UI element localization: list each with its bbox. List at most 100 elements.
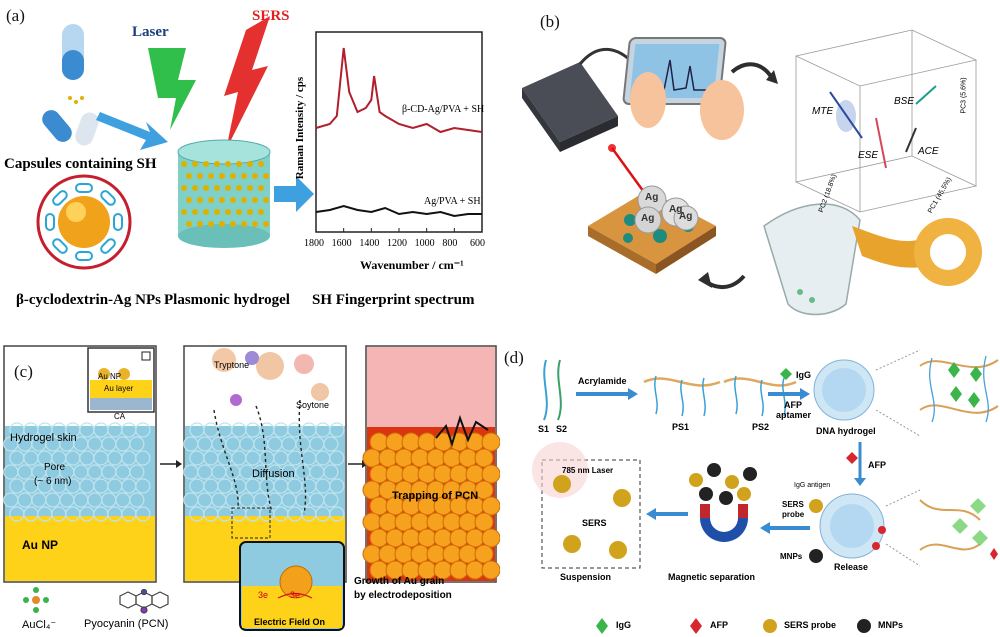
- au-grain: [465, 560, 485, 580]
- sers-bolt-icon: [224, 16, 270, 150]
- chart-xlabel: Wavenumber / cm⁻¹: [360, 258, 464, 272]
- ag-label: Ag: [669, 204, 683, 215]
- hydrogel-particle: [225, 161, 231, 167]
- laser-bolt-icon: [148, 48, 196, 130]
- hydrogel-particle: [236, 185, 242, 191]
- diffusion-label: Diffusion: [252, 468, 295, 480]
- capsules-label: Capsules containing SH: [4, 156, 157, 172]
- spectrum-line-ag: [315, 204, 482, 218]
- au-grain: [449, 528, 469, 548]
- x-tick-label: 1000: [414, 238, 435, 249]
- laser-label: Laser: [132, 24, 169, 40]
- au-grain: [385, 432, 405, 452]
- legend-igg-label: IgG: [616, 620, 631, 630]
- au-grain: [442, 512, 462, 532]
- ps1-label: PS1: [672, 422, 690, 432]
- au-grain: [433, 464, 453, 484]
- cyclodextrin-ring: [75, 183, 93, 193]
- soytone-label: Soytone: [296, 400, 330, 410]
- au-grain: [481, 560, 500, 580]
- hydrogel-particle: [181, 185, 187, 191]
- au-grain: [458, 512, 478, 532]
- ca-label: CA: [114, 412, 126, 421]
- hydrogel-cylinder: [177, 139, 271, 248]
- hydrogel-bubble: [129, 436, 145, 452]
- hydrogel-particle: [197, 173, 203, 179]
- igg-label: IgG: [796, 370, 811, 380]
- hydrogel-particle: [219, 221, 225, 227]
- hydrogel-particle: [241, 173, 247, 179]
- beta-cd-label: β-cyclodextrin-Ag NPs: [16, 292, 161, 308]
- afp-label: AFP: [868, 460, 886, 470]
- particle: [737, 487, 751, 501]
- au-grain: [426, 544, 446, 564]
- hydrogel-particle: [186, 197, 192, 203]
- x-tick-label: 1400: [359, 238, 380, 249]
- afp-aptamer-label-1: AFP: [784, 400, 802, 410]
- particle: [725, 475, 739, 489]
- hydrogel-particle: [219, 173, 225, 179]
- panel-a: (a) Laser SERS Capsules containing SH β-…: [0, 0, 500, 320]
- hydrogel-particle: [225, 209, 231, 215]
- hydrogel-particle: [241, 221, 247, 227]
- au-grain: [378, 448, 398, 468]
- au-grain: [449, 464, 469, 484]
- pyocyanin-label: Pyocyanin (PCN): [84, 618, 169, 630]
- cyclodextrin-ring: [45, 213, 55, 231]
- legend-mnps-label: MNPs: [878, 620, 904, 630]
- axis-label-pc3: PC3 (5.6%): [960, 77, 968, 114]
- hydrogel-bubble: [329, 506, 345, 522]
- hydrogel-particle: [230, 173, 236, 179]
- hydrogel-bubble: [135, 422, 151, 438]
- hydrogel-bubble: [329, 422, 345, 438]
- au-grain: [362, 544, 382, 564]
- x-tick-label: 1800: [304, 238, 324, 249]
- legend-sers-probe-label: SERS probe: [784, 620, 837, 630]
- legend-igg-icon: [596, 618, 608, 634]
- hydrogel-particle: [258, 185, 264, 191]
- hydrogel-bubble: [323, 436, 339, 452]
- hydrogel-bubble: [135, 506, 151, 522]
- au-grain: [417, 432, 437, 452]
- hydrogel-particle: [208, 197, 214, 203]
- e-label-1: 3e: [258, 590, 269, 600]
- laser-785-label: 785 nm Laser: [562, 466, 614, 475]
- cyclodextrin-ring: [52, 238, 68, 254]
- fingerprint-label: SH Fingerprint spectrum: [312, 292, 475, 308]
- acrylamide-label: Acrylamide: [578, 376, 627, 386]
- pore-size-label: (~ 6 nm): [34, 476, 72, 487]
- panel-label-b: (b): [540, 12, 560, 31]
- hydrogel-particle: [197, 221, 203, 227]
- open-capsule-icon: [42, 96, 99, 146]
- au-grain: [362, 448, 382, 468]
- panel-d: (d) S1 S2 Acrylamide PS1 PS2 IgG AFP apt…: [500, 330, 1000, 637]
- au-grain: [410, 544, 430, 564]
- au-grain: [378, 512, 398, 532]
- au-grain: [433, 528, 453, 548]
- hydrogel-bubble: [323, 492, 339, 508]
- x-tick-label: 600: [470, 238, 485, 249]
- panel-c: (c) Au NP Au layer CA Hydrogel skin Pore…: [0, 330, 500, 637]
- series-label-bcd: β-CD-Ag/PVA + SH: [402, 104, 485, 115]
- hydrogel-particle: [263, 197, 269, 203]
- au-grain: [481, 464, 500, 484]
- au-grain: [362, 480, 382, 500]
- panel-b: (b) Ag Ag Ag Ag MTE BSE ESE ACE PC3 (5.6…: [500, 0, 1000, 320]
- arrow-icon: [274, 176, 314, 212]
- s2-label: S2: [556, 424, 568, 434]
- series-label-ag: Ag/PVA + SH: [424, 196, 481, 207]
- panel-label-a: (a): [6, 6, 25, 25]
- legend-afp-label: AFP: [710, 620, 728, 630]
- panel-c-graphics: [3, 345, 500, 631]
- au-layer-label: Au layer: [104, 384, 134, 393]
- au-grain: [458, 544, 478, 564]
- mnps-label: MNPs: [780, 552, 803, 561]
- au-grain: [426, 448, 446, 468]
- au-grain: [481, 432, 500, 452]
- hydrogel-particle: [241, 197, 247, 203]
- panel-label-d: (d): [504, 348, 524, 367]
- dna-hydrogel-label: DNA hydrogel: [816, 426, 876, 436]
- hydrogel-particle: [230, 197, 236, 203]
- hydrogel-particle: [203, 209, 209, 215]
- au-grain: [378, 544, 398, 564]
